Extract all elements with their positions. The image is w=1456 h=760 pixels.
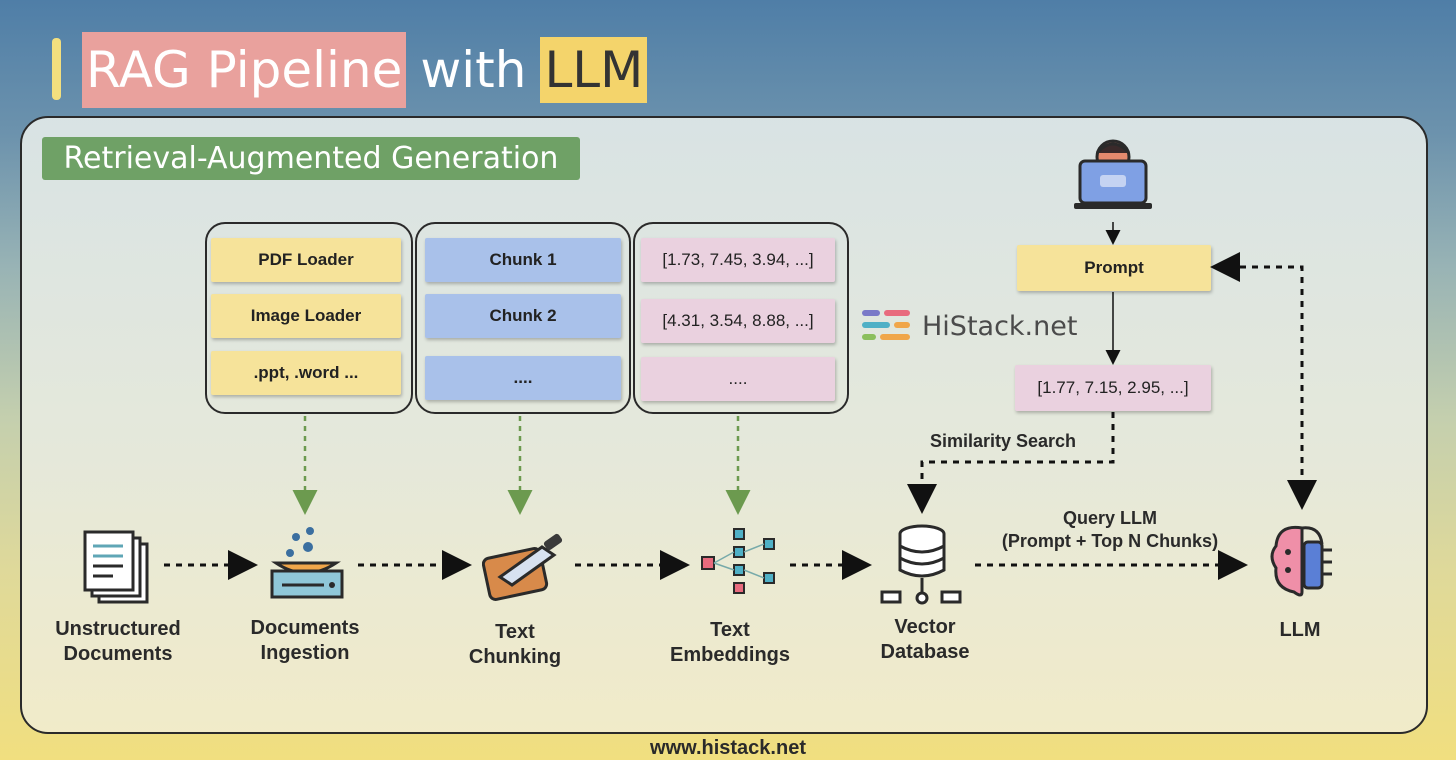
title-highlight-rag: RAG Pipeline <box>82 32 407 108</box>
query-llm-line1: Query LLM <box>1062 508 1157 528</box>
title-highlight-llm: LLM <box>540 37 648 103</box>
title-with: with <box>420 41 527 99</box>
node-label-embeddings: Text Embeddings <box>655 618 805 668</box>
node-label-chunking: Text Chunking <box>445 620 585 670</box>
node-label-ingestion-line2: Ingestion <box>260 642 350 664</box>
node-label-vectordb-line2: Database <box>880 641 970 663</box>
query-llm-label: Query LLM (Prompt + Top N Chunks) <box>985 507 1235 553</box>
histack-logo-text: HiStack.net <box>922 310 1078 342</box>
node-label-ingestion-line1: Documents <box>250 617 360 639</box>
embedding-card-more: .... <box>641 357 835 401</box>
diagram-panel <box>20 116 1428 734</box>
query-llm-line2: (Prompt + Top N Chunks) <box>1001 531 1219 551</box>
chunks-group: Chunk 1 Chunk 2 .... <box>415 222 631 414</box>
node-label-chunking-line1: Text <box>495 621 535 643</box>
subtitle-badge: Retrieval-Augmented Generation <box>42 137 580 180</box>
arrow-prompt-llm-bidirectional <box>1210 252 1317 510</box>
loader-card-pdf: PDF Loader <box>211 238 401 282</box>
embedding-card-1: [1.73, 7.45, 3.94, ...] <box>641 238 835 282</box>
node-label-ingestion: Documents Ingestion <box>230 616 380 666</box>
node-label-llm-line1: LLM <box>1279 619 1321 641</box>
vector-database-icon <box>880 524 962 605</box>
loader-card-image: Image Loader <box>211 294 401 338</box>
page-title: RAG Pipeline with LLM <box>82 32 648 108</box>
footer-url: www.histack.net <box>650 737 806 759</box>
histack-logo-icon <box>862 310 910 340</box>
similarity-search-label: Similarity Search <box>929 431 1077 451</box>
node-label-vectordb-line1: Vector <box>894 616 956 638</box>
loader-card-office: .ppt, .word ... <box>211 351 401 395</box>
node-label-unstructured-line2: Documents <box>63 643 173 665</box>
node-label-unstructured: Unstructured Documents <box>40 617 196 667</box>
node-label-vectordb: Vector Database <box>855 615 995 665</box>
node-label-llm: LLM <box>1255 618 1345 643</box>
node-label-embeddings-line1: Text <box>710 619 750 641</box>
user-laptop-icon <box>1074 139 1152 209</box>
histack-logo: HiStack.net <box>862 310 1077 342</box>
chunking-icon <box>482 533 563 601</box>
node-label-chunking-line2: Chunking <box>468 646 562 668</box>
node-label-unstructured-line1: Unstructured <box>55 618 181 640</box>
embeddings-group: [1.73, 7.45, 3.94, ...] [4.31, 3.54, 8.8… <box>633 222 849 414</box>
ingestion-icon <box>270 527 344 599</box>
embeddings-icon <box>701 528 775 594</box>
node-label-embeddings-line2: Embeddings <box>669 644 790 666</box>
documents-icon <box>83 530 149 604</box>
chunk-card-1: Chunk 1 <box>425 238 621 282</box>
embedding-card-2: [4.31, 3.54, 8.88, ...] <box>641 299 835 343</box>
prompt-vector-card: [1.77, 7.15, 2.95, ...] <box>1015 365 1211 411</box>
llm-brain-icon <box>1270 525 1332 597</box>
chunk-card-more: .... <box>425 356 621 400</box>
prompt-card: Prompt <box>1017 245 1211 291</box>
loaders-group: PDF Loader Image Loader .ppt, .word ... <box>205 222 413 414</box>
arrow-similarity-search <box>907 412 1115 514</box>
chunk-card-2: Chunk 2 <box>425 294 621 338</box>
title-accent-bar <box>52 38 61 100</box>
